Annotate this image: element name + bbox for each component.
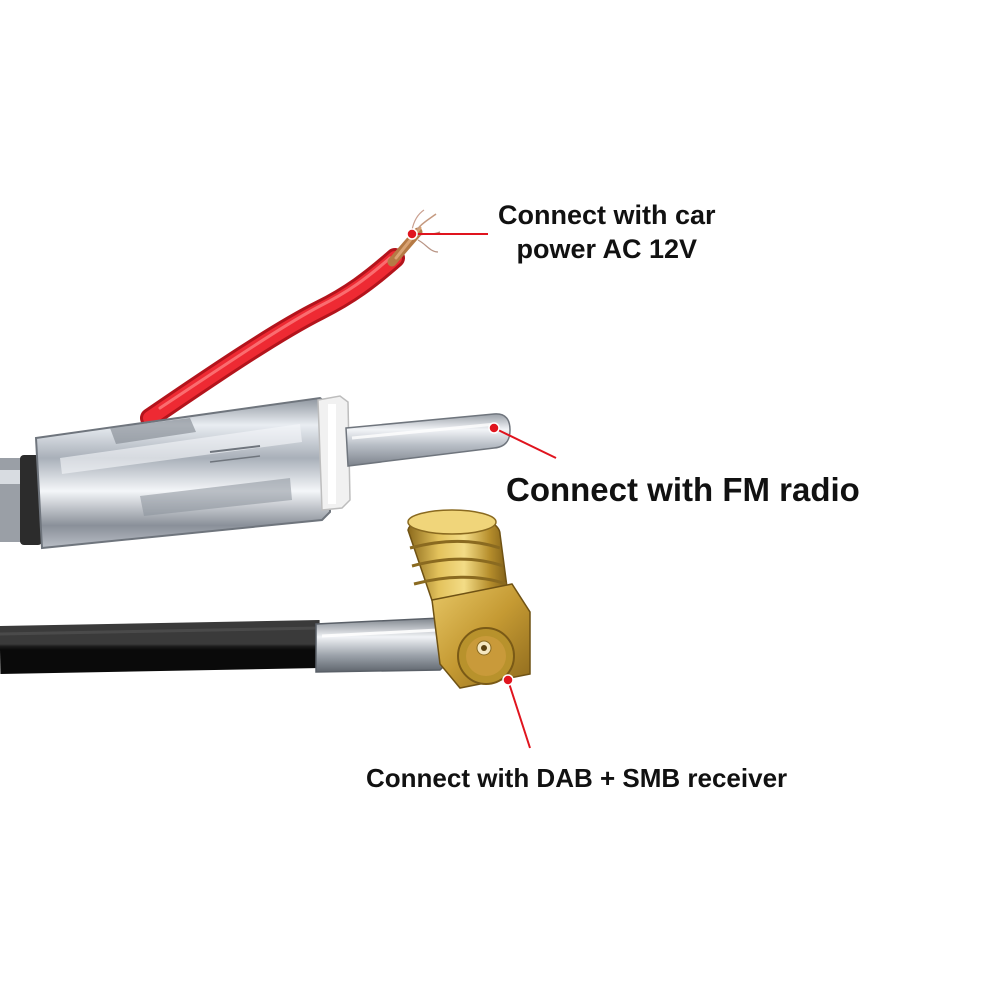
smb-ferrule xyxy=(315,617,447,673)
black-coax-cable xyxy=(0,620,321,674)
leader-lines xyxy=(406,228,557,749)
fm-plug-pin xyxy=(345,413,511,467)
red-power-wire xyxy=(140,209,441,428)
power-callout: Connect with car power AC 12V xyxy=(498,198,716,266)
grey-cable xyxy=(0,455,42,545)
smb-connector xyxy=(407,509,531,689)
dab-callout: Connect with DAB + SMB receiver xyxy=(366,763,788,793)
fm-plug-body xyxy=(34,396,332,550)
power-callout-line2: power AC 12V xyxy=(516,234,698,264)
power-callout-line1: Connect with car xyxy=(498,200,716,230)
fm-callout: Connect with FM radio xyxy=(506,471,860,508)
plug-insulator xyxy=(317,395,351,511)
